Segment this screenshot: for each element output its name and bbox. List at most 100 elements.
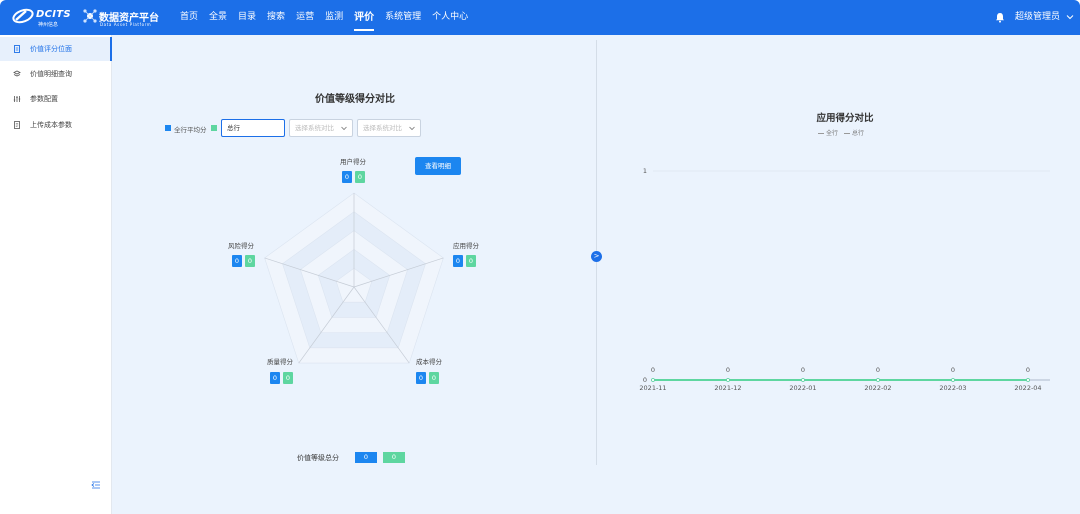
data-point <box>876 378 880 382</box>
chevron-down-icon <box>409 126 415 131</box>
y-tick-label: 0 <box>643 376 647 384</box>
legend-line-head-office <box>843 133 850 134</box>
data-label: 0 <box>876 366 880 374</box>
org-select-value: 总行 <box>227 124 240 132</box>
radar-axis-line <box>298 286 355 364</box>
risk-score-green: 0 <box>245 255 255 267</box>
legend-swatch-blue <box>165 125 171 131</box>
data-label: 0 <box>951 366 955 374</box>
file-icon <box>14 121 20 129</box>
radar-chart <box>264 192 444 364</box>
top-navigation-bar: DCITS 神州信息 数据资产平台 Data Asset Platform 首页… <box>0 0 1080 35</box>
collapse-sidebar-icon[interactable] <box>91 480 101 490</box>
data-label: 0 <box>801 366 805 374</box>
data-label: 0 <box>1026 366 1030 374</box>
total-score-green: 0 <box>383 452 405 463</box>
sidebar-item-value-score[interactable]: 价值评分位面 <box>0 37 112 61</box>
sidebar-item-param-config[interactable]: 参数配置 <box>0 87 112 111</box>
cost-score-green: 0 <box>429 372 439 384</box>
radar-axis-label-cost: 成本得分 <box>416 358 442 366</box>
platform-logo-mark-icon <box>83 9 97 23</box>
legend-label-bank: 全行 <box>826 130 839 137</box>
nav-item[interactable]: 目录 <box>238 12 257 22</box>
quality-score-green: 0 <box>283 372 293 384</box>
sidebar-item-label: 价值评分位面 <box>30 45 72 53</box>
data-label: 0 <box>726 366 730 374</box>
main-nav: 首页全景目录搜索运营监测评价系统管理个人中心 <box>180 0 479 35</box>
x-tick-label: 2021-11 <box>639 384 666 392</box>
legend-label-head-office: 总行 <box>851 130 864 137</box>
data-point <box>651 378 655 382</box>
nav-item[interactable]: 个人中心 <box>432 12 469 22</box>
expand-panel-button[interactable]: > <box>591 251 602 262</box>
y-tick-label: 1 <box>643 167 647 175</box>
compare-select-placeholder: 选择系统对比 <box>363 124 402 132</box>
data-point <box>1026 378 1030 382</box>
dcits-logo[interactable]: DCITS 神州信息 <box>12 6 76 30</box>
x-tick-label: 2022-03 <box>939 384 966 392</box>
nav-item[interactable]: 搜索 <box>267 12 286 22</box>
radar-axis-label-app: 应用得分 <box>453 242 479 250</box>
user-name[interactable]: 超级管理员 <box>1015 12 1061 22</box>
bell-icon[interactable] <box>995 12 1005 23</box>
data-point <box>726 378 730 382</box>
document-icon <box>14 45 20 53</box>
compare-select-placeholder: 选择系统对比 <box>295 124 334 132</box>
radar-axis-line <box>353 257 444 288</box>
compare-system-select-2[interactable]: 选择系统对比 <box>357 119 421 137</box>
compare-system-select-1[interactable]: 选择系统对比 <box>289 119 353 137</box>
sidebar: 价值评分位面 价值明细查询 参数配置 上传成本参数 <box>0 35 112 514</box>
radar-axis-line <box>264 257 355 288</box>
logo1-name: DCITS <box>36 9 71 20</box>
total-score-label: 价值等级总分 <box>297 454 339 462</box>
right-panel-title: 应用得分对比 <box>816 113 874 124</box>
x-tick-label: 2022-01 <box>789 384 816 392</box>
legend-line-bank <box>818 133 824 134</box>
nav-item[interactable]: 监测 <box>325 12 344 22</box>
chevron-down-icon[interactable] <box>1066 13 1074 21</box>
app-score-green: 0 <box>466 255 476 267</box>
legend-swatch-green <box>211 125 217 131</box>
nav-item[interactable]: 全景 <box>209 12 228 22</box>
app-score-blue: 0 <box>453 255 463 267</box>
total-score-blue: 0 <box>355 452 377 463</box>
radar-axis-label-user: 用户得分 <box>340 158 366 166</box>
right-legend: 全行 总行 <box>818 128 864 137</box>
radar-axis-line <box>353 286 410 364</box>
radar-axis-label-risk: 风险得分 <box>228 242 254 250</box>
platform-name: 数据资产平台 <box>99 13 159 24</box>
stack-icon <box>13 70 21 77</box>
left-panel-title: 价值等级得分对比 <box>315 94 395 105</box>
cost-score-blue: 0 <box>416 372 426 384</box>
dcits-logo-mark-icon <box>12 8 34 24</box>
data-point <box>801 378 805 382</box>
chevron-down-icon <box>341 126 347 131</box>
sidebar-item-value-detail[interactable]: 价值明细查询 <box>0 62 112 86</box>
data-label: 0 <box>651 366 655 374</box>
data-point <box>951 378 955 382</box>
x-tick-label: 2022-02 <box>864 384 891 392</box>
org-select[interactable]: 总行 <box>221 119 285 137</box>
user-score-green: 0 <box>355 171 365 183</box>
sidebar-item-label: 上传成本参数 <box>30 121 72 129</box>
radar-axis-label-quality: 质量得分 <box>267 358 293 366</box>
risk-score-blue: 0 <box>232 255 242 267</box>
sidebar-item-upload-cost[interactable]: 上传成本参数 <box>0 113 112 137</box>
nav-item[interactable]: 运营 <box>296 12 315 22</box>
nav-item[interactable]: 评价 <box>354 0 375 35</box>
nav-item[interactable]: 系统管理 <box>385 12 422 22</box>
quality-score-blue: 0 <box>270 372 280 384</box>
logo1-subtitle: 神州信息 <box>38 22 59 28</box>
legend-label-bank-average: 全行平均分 <box>174 126 207 134</box>
sidebar-item-label: 参数配置 <box>30 95 58 103</box>
view-detail-button[interactable]: 查看明细 <box>415 157 461 175</box>
x-tick-label: 2022-04 <box>1014 384 1041 392</box>
x-tick-label: 2021-12 <box>714 384 741 392</box>
sidebar-item-label: 价值明细查询 <box>30 70 72 78</box>
platform-subtitle: Data Asset Platform <box>100 22 152 27</box>
sliders-icon <box>13 96 21 102</box>
nav-item[interactable]: 首页 <box>180 12 199 22</box>
platform-logo[interactable]: 数据资产平台 Data Asset Platform <box>83 6 173 30</box>
user-score-blue: 0 <box>342 171 352 183</box>
